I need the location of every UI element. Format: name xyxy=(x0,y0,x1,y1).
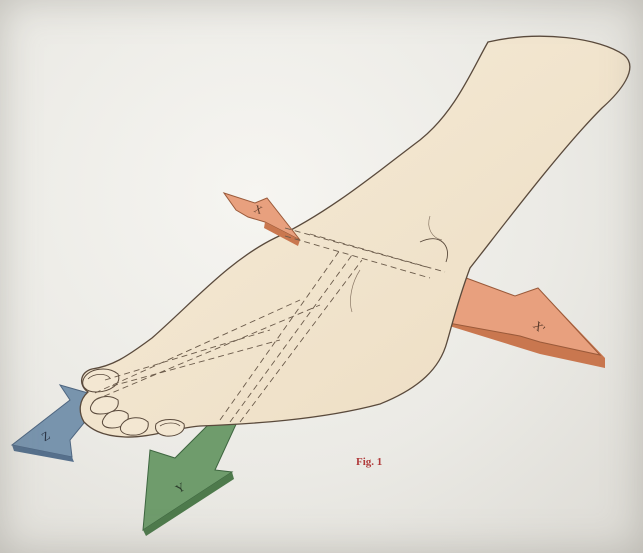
axis-arrow-y xyxy=(143,420,238,536)
figure-caption: Fig. 1 xyxy=(356,456,382,468)
axis-arrow-x xyxy=(224,193,300,246)
foot-illustration xyxy=(80,36,630,437)
